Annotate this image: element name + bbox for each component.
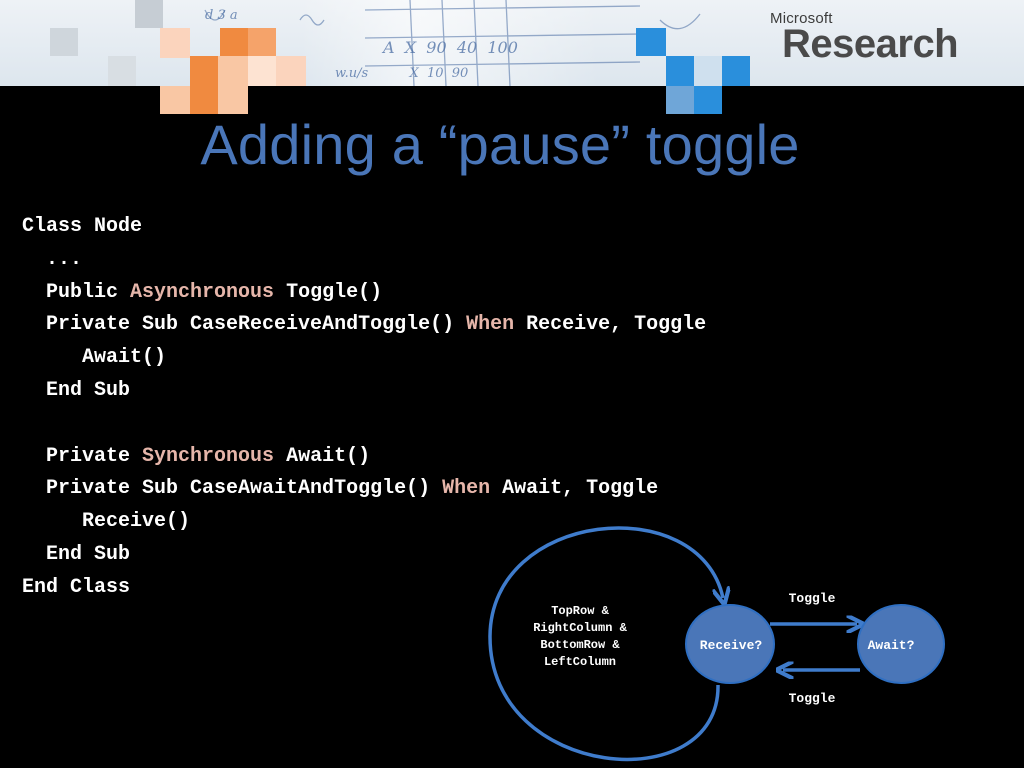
code-line: Private Synchronous Await() xyxy=(22,441,706,474)
code-line: Private Sub CaseAwaitAndToggle() When Aw… xyxy=(22,473,706,506)
code-keyword: Asynchronous xyxy=(130,280,275,304)
code-line: Await() xyxy=(22,342,706,375)
decor-tile xyxy=(636,28,666,56)
code-line: ... xyxy=(22,244,706,277)
code-line: End Sub xyxy=(22,375,706,408)
decor-tile xyxy=(218,86,248,114)
receive-node-label: Receive? xyxy=(700,638,763,653)
decor-tile xyxy=(135,0,163,28)
microsoft-logo-text: Microsoft xyxy=(770,10,833,27)
loop-arrow xyxy=(488,526,723,762)
slide-title: Adding a “pause” toggle xyxy=(200,113,800,176)
decor-tile xyxy=(666,56,694,86)
code-line: End Class xyxy=(22,572,706,605)
code-text: Toggle() xyxy=(274,280,383,304)
code-line: Class Node xyxy=(22,211,706,244)
decor-tile xyxy=(248,56,276,86)
code-text: Class Node xyxy=(22,215,143,238)
await-node-label: Await? xyxy=(868,638,915,653)
decor-tile xyxy=(276,56,306,86)
loop-label-line: LeftColumn xyxy=(544,655,616,669)
code-keyword: When xyxy=(466,313,515,337)
decor-tile xyxy=(190,56,218,86)
loop-label-line: TopRow & xyxy=(551,604,609,618)
code-keyword: When xyxy=(442,477,491,501)
code-text: Private Sub CaseAwaitAndToggle() xyxy=(46,477,443,501)
code-text: End Sub xyxy=(46,378,131,402)
toggle-label-bottom: Toggle xyxy=(789,691,836,706)
decor-tile xyxy=(108,56,136,86)
toggle-label-top: Toggle xyxy=(789,591,836,606)
code-text: Await, Toggle xyxy=(490,477,659,501)
code-text: ... xyxy=(46,247,83,271)
receive-node xyxy=(685,604,775,684)
code-line: Public Asynchronous Toggle() xyxy=(22,277,706,310)
code-line: Receive() xyxy=(22,506,706,539)
research-logo-text: Research xyxy=(782,22,959,66)
code-text: Await() xyxy=(82,346,167,370)
code-text: Receive() xyxy=(82,510,191,534)
code-text: Public xyxy=(46,280,131,304)
code-text: End Sub xyxy=(46,542,131,566)
loop-label-line: BottomRow & xyxy=(540,638,620,652)
whiteboard-sketch xyxy=(204,0,701,86)
decor-tile xyxy=(190,86,218,114)
code-line: End Sub xyxy=(22,539,706,572)
header-banner: A X 90 40 100 w.u/s X 10 90 d 3 a Micros… xyxy=(0,0,1024,86)
code-text: Private Sub CaseReceiveAndToggle() xyxy=(46,313,467,337)
decor-tile xyxy=(694,86,722,114)
code-text: End Class xyxy=(22,575,131,599)
decor-tile xyxy=(248,28,276,56)
await-node xyxy=(857,604,945,684)
loop-label-line: RightColumn & xyxy=(533,621,627,635)
decor-tile xyxy=(694,56,722,86)
decor-tile xyxy=(220,28,248,56)
code-line: Private Sub CaseReceiveAndToggle() When … xyxy=(22,309,706,342)
decor-tile xyxy=(160,28,190,58)
code-text: Await() xyxy=(274,444,371,468)
code-text: Private xyxy=(46,444,143,468)
decor-tile xyxy=(666,86,694,114)
decor-tile xyxy=(722,56,750,86)
code-keyword: Synchronous xyxy=(142,444,275,468)
code-block: Class Node ... Public Asynchronous Toggl… xyxy=(22,211,706,605)
decor-tile xyxy=(160,86,190,114)
code-text: Receive, Toggle xyxy=(514,313,707,337)
decor-tile xyxy=(218,56,248,86)
decor-tile xyxy=(50,28,78,56)
whiteboard-photo xyxy=(300,0,600,86)
